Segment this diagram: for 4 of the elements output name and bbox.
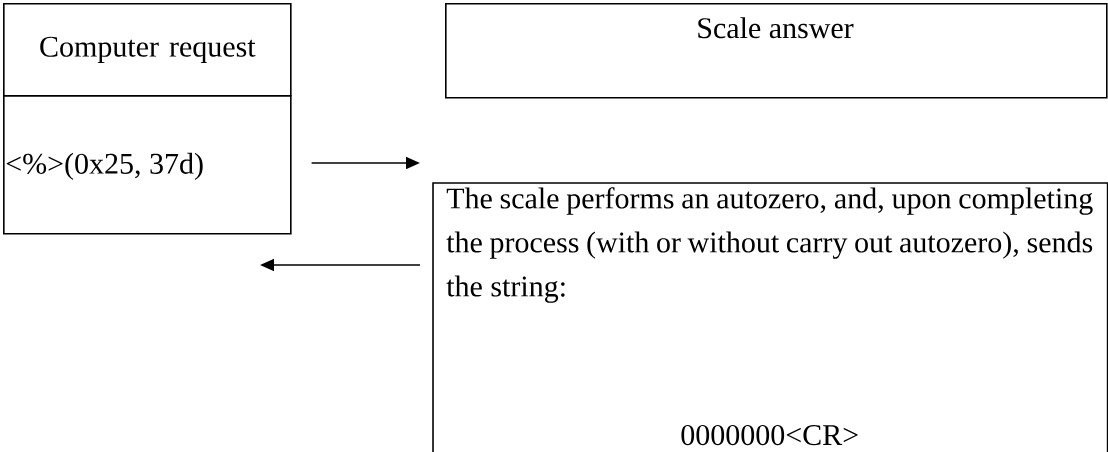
- text-box: The scale performs an autozero, and, upon completing the process (with or without carry out autozero), sends the string: 0000000<CR>: [432, 182, 1108, 452]
- table-cell: Computer request: [3, 3, 292, 97]
- table-cell: Scale answer: [445, 3, 1108, 99]
- table-cell: <%>(0x25, 37d): [3, 95, 292, 235]
